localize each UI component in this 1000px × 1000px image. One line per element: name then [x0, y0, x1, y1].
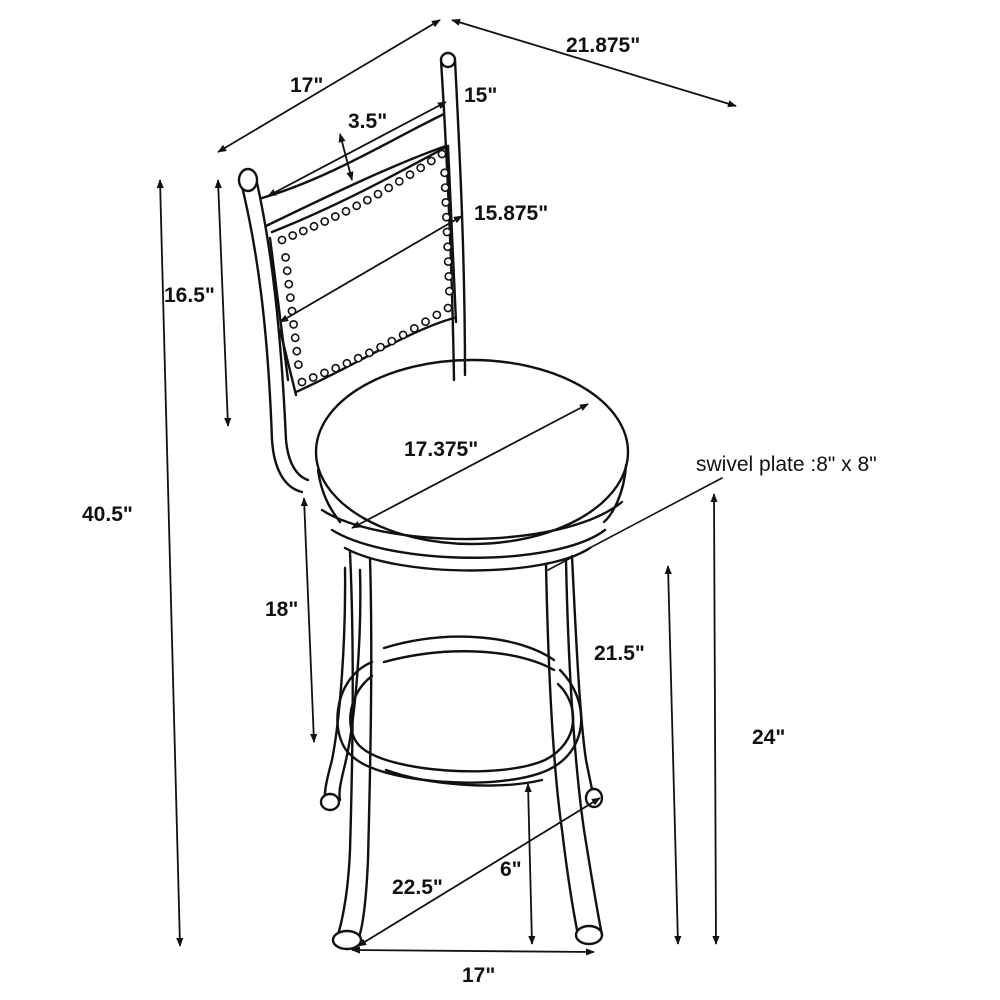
rivet [297, 377, 307, 387]
seat-diameter-label: 17.375" [404, 438, 478, 461]
rivet [309, 221, 319, 231]
rivet [282, 266, 292, 276]
rivet [353, 353, 363, 363]
rivet [416, 163, 426, 173]
rivet [289, 319, 298, 329]
slat-height-line [338, 133, 354, 181]
back-depth-line [217, 19, 441, 153]
swivel-plate-leader [547, 477, 723, 571]
rivet [364, 348, 374, 358]
footrest-ring [336, 635, 583, 787]
rivet [409, 323, 419, 333]
rivet [442, 227, 452, 237]
rear-left-leg [319, 566, 362, 812]
rivet [437, 149, 447, 159]
rivet [290, 333, 300, 343]
seat-to-back-gap-label: 18" [265, 598, 298, 621]
rivet [421, 317, 430, 327]
back-left-post [237, 167, 310, 494]
base-diagonal-line [357, 797, 601, 947]
back-width-top-label: 15" [464, 84, 497, 107]
back-depth-label: 17" [290, 74, 323, 97]
rivet [443, 303, 453, 313]
rivet [440, 183, 450, 192]
back-rivets [277, 149, 454, 387]
rivet [387, 336, 397, 346]
rivet [405, 170, 415, 180]
rivet [432, 310, 442, 320]
base-width-line [351, 946, 595, 956]
rivet [352, 201, 362, 211]
stool-drawing [237, 51, 630, 951]
rivet [331, 363, 341, 373]
seat-to-back-gap-line [300, 497, 318, 743]
seat-diameter-line [351, 403, 589, 529]
rivet [426, 156, 436, 166]
rivet [376, 342, 385, 352]
overall-seat-height-line [710, 493, 720, 945]
rivet [292, 346, 302, 356]
rivet [441, 212, 451, 222]
rivet [277, 235, 287, 245]
overall-depth-line [451, 18, 737, 108]
rivet [285, 293, 295, 302]
base-width-label: 17" [462, 964, 495, 987]
rivet [330, 212, 340, 221]
rivet [373, 189, 383, 199]
rivet [298, 226, 308, 236]
rivet [362, 195, 372, 205]
rivet [394, 176, 404, 186]
rivet [441, 197, 451, 207]
dimension-lines [156, 18, 737, 956]
rivet [398, 330, 408, 340]
rivet [281, 252, 290, 262]
rivet [444, 271, 454, 281]
overall-height-line [156, 179, 184, 947]
rivet [443, 242, 452, 252]
rivet [341, 206, 351, 216]
rivet [384, 183, 394, 193]
rivet [320, 217, 330, 226]
back-height-line [214, 179, 232, 427]
seat-height-line [664, 565, 682, 945]
back-width-lower-line [279, 215, 463, 323]
swivel-plate-label: swivel plate :8" x 8" [696, 453, 877, 476]
rivet [284, 279, 294, 289]
rivet [293, 360, 303, 369]
rivet [444, 286, 454, 296]
overall-height-label: 40.5" [82, 503, 133, 526]
back-rivet-panel [268, 144, 458, 397]
base-diagonal-label: 22.5" [392, 876, 443, 899]
footrest-height-label: 6" [500, 858, 522, 881]
dimension-labels: 17" 21.875" 3.5" 15" 15.875" 16.5" 40.5"… [82, 34, 877, 987]
overall-depth-label: 21.875" [566, 34, 640, 57]
rivet [288, 231, 298, 240]
footrest-height-line [524, 783, 536, 945]
rivet [440, 168, 449, 178]
seat-height-label: 21.5" [594, 642, 645, 665]
rivet [443, 257, 453, 266]
rivet [308, 373, 318, 382]
rivet [320, 368, 329, 378]
back-width-lower-label: 15.875" [474, 202, 548, 225]
slat-height-label: 3.5" [348, 110, 387, 133]
rivet [342, 358, 352, 368]
back-height-label: 16.5" [164, 284, 215, 307]
back-width-top-line [267, 101, 447, 197]
overall-seat-height-label: 24" [752, 726, 785, 749]
